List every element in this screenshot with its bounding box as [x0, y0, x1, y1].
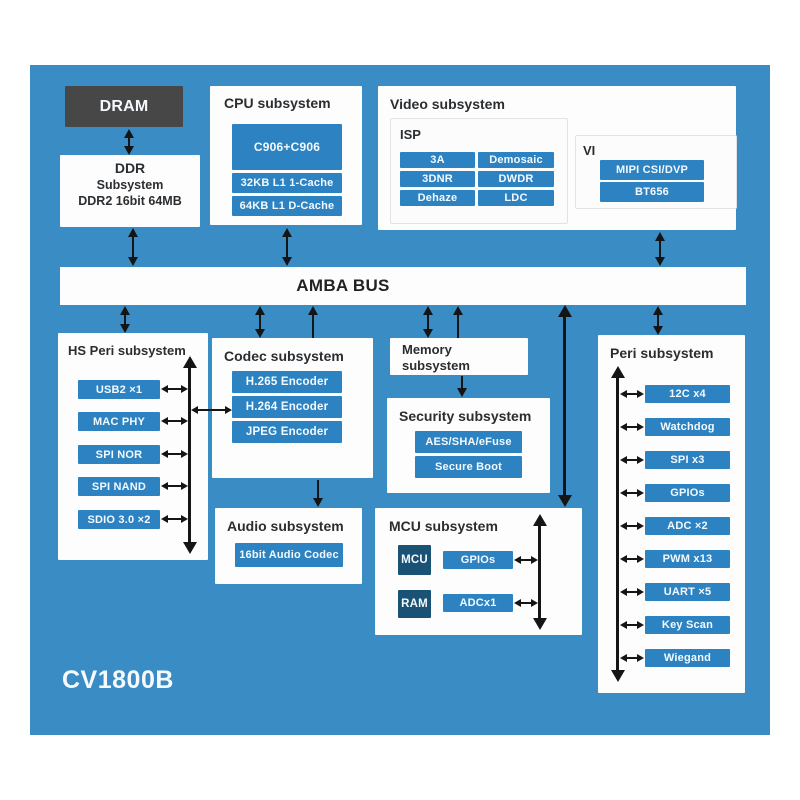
- peri-keyscan: Key Scan: [645, 616, 730, 634]
- isp-cell-demosaic: Demosaic: [478, 152, 554, 168]
- ddr-subsystem-text: DDR Subsystem DDR2 16bit 64MB: [60, 160, 200, 208]
- arrow-memory-bus-up: [457, 315, 459, 338]
- arrow-bus-memory: [427, 315, 429, 329]
- vi-bt656-block: BT656: [600, 182, 704, 202]
- arrow-spinand-spine: [168, 485, 181, 487]
- memory-subsystem-block: [390, 338, 528, 375]
- video-subsystem-title: Video subsystem: [390, 96, 505, 112]
- peri-gpios: GPIOs: [645, 484, 730, 502]
- arrow-adc2-spine: [627, 525, 637, 527]
- memory-title: Memory subsystem: [402, 342, 470, 373]
- arrow-bus-mcu-long: [563, 317, 566, 495]
- arrow-memory-security: [461, 376, 463, 388]
- hs-peri-spine-arrow: [188, 368, 191, 542]
- peri-watchdog: Watchdog: [645, 418, 730, 436]
- arrow-spi-spine: [627, 459, 637, 461]
- mcu-adc-block: ADCx1: [443, 594, 513, 612]
- amba-bus-label: AMBA BUS: [296, 276, 390, 295]
- vi-mipi-block: MIPI CSI/DVP: [600, 160, 704, 180]
- arrow-cpu-bus: [286, 237, 288, 257]
- audio-codec-block: 16bit Audio Codec: [235, 543, 343, 567]
- peri-i2c: 12C x4: [645, 385, 730, 403]
- hs-peri-spi-nor: SPI NOR: [78, 445, 160, 464]
- isp-title: ISP: [400, 127, 421, 142]
- hs-peri-sdio: SDIO 3.0 ×2: [78, 510, 160, 529]
- ddr-subsystem-block: [60, 155, 200, 227]
- amba-bus-block: AMBA BUS: [60, 267, 746, 305]
- cpu-core-block: C906+C906: [232, 124, 342, 170]
- security-aes: AES/SHA/eFuse: [415, 431, 522, 453]
- arrow-dram-ddr: [128, 138, 130, 146]
- arrow-watchdog-spine: [627, 426, 637, 428]
- hs-peri-spi-nand: SPI NAND: [78, 477, 160, 496]
- peri-adc: ADC ×2: [645, 517, 730, 535]
- codec-h264: H.264 Encoder: [232, 396, 342, 418]
- security-secure-boot: Secure Boot: [415, 456, 522, 478]
- arrow-codec-audio: [317, 480, 319, 498]
- codec-title: Codec subsystem: [224, 348, 344, 364]
- arrow-adc-mcuspine: [521, 602, 531, 604]
- hs-peri-title: HS Peri subsystem: [68, 343, 186, 358]
- codec-jpeg: JPEG Encoder: [232, 421, 342, 443]
- arrow-sdio-spine: [168, 518, 181, 520]
- arrow-pwm-spine: [627, 558, 637, 560]
- peri-spine-arrow: [616, 378, 619, 670]
- codec-h265: H.265 Encoder: [232, 371, 342, 393]
- arrow-macphy-spine: [168, 420, 181, 422]
- ddr-sub: Subsystem: [96, 178, 164, 192]
- arrow-video-bus: [659, 241, 661, 257]
- hs-peri-usb2: USB2 ×1: [78, 380, 160, 399]
- mcu-gpios-block: GPIOs: [443, 551, 513, 569]
- isp-cell-ldc: LDC: [478, 190, 554, 206]
- mcu-core-block: MCU: [398, 545, 431, 575]
- dram-label: DRAM: [99, 97, 149, 115]
- mcu-spine-arrow: [538, 526, 541, 618]
- cpu-icache-block: 32KB L1 1-Cache: [232, 173, 342, 193]
- vi-title: VI: [583, 143, 596, 158]
- security-title: Security subsystem: [399, 408, 532, 424]
- ddr-spec: DDR2 16bit 64MB: [78, 194, 182, 208]
- arrow-ddr-bus: [132, 237, 134, 257]
- arrow-bus-codec: [259, 315, 261, 329]
- isp-cell-3dnr: 3DNR: [400, 171, 475, 187]
- arrow-keyscan-spine: [627, 624, 637, 626]
- cpu-dcache-block: 64KB L1 D-Cache: [232, 196, 342, 216]
- isp-cell-3a: 3A: [400, 152, 475, 168]
- arrow-usb2-spine: [168, 388, 181, 390]
- arrow-i2c-spine: [627, 393, 637, 395]
- cpu-subsystem-title: CPU subsystem: [224, 95, 331, 111]
- peri-uart: UART ×5: [645, 583, 730, 601]
- audio-title: Audio subsystem: [227, 518, 344, 534]
- arrow-uart-spine: [627, 591, 637, 593]
- peri-title: Peri subsystem: [610, 345, 714, 361]
- ddr-name: DDR: [114, 160, 146, 176]
- arrow-gpios-mcuspine: [521, 559, 531, 561]
- mcu-title: MCU subsystem: [389, 518, 498, 534]
- arrow-bus-peri: [657, 315, 659, 326]
- peri-wiegand: Wiegand: [645, 649, 730, 667]
- arrow-spinor-spine: [168, 453, 181, 455]
- chip-name-label: CV1800B: [62, 666, 174, 694]
- arrow-bus-hsperi: [124, 315, 126, 324]
- arrow-gpios-spine: [627, 492, 637, 494]
- arrow-codec-bus-up: [312, 315, 314, 338]
- isp-cell-dwdr: DWDR: [478, 171, 554, 187]
- peri-spi: SPI x3: [645, 451, 730, 469]
- mcu-ram-block: RAM: [398, 590, 431, 618]
- peri-pwm: PWM x13: [645, 550, 730, 568]
- arrow-wiegand-spine: [627, 657, 637, 659]
- dram-block: DRAM: [65, 86, 183, 127]
- arrow-hsperi-codec: [198, 409, 225, 411]
- hs-peri-mac-phy: MAC PHY: [78, 412, 160, 431]
- isp-cell-dehaze: Dehaze: [400, 190, 475, 206]
